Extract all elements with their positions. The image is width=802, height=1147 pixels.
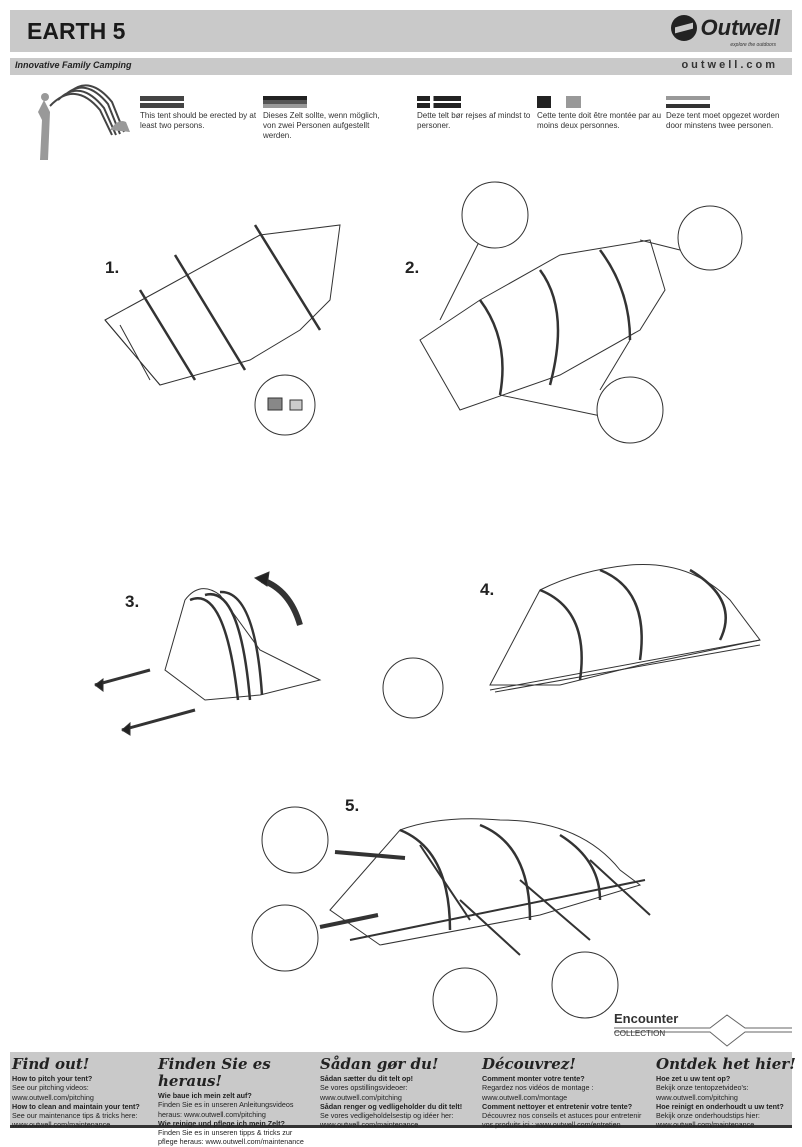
uk-flag-icon <box>140 96 184 108</box>
footer-col-dk: Sådan gør du! Sådan sætter du dit telt o… <box>320 1056 485 1130</box>
question: Comment monter votre tente? <box>482 1074 585 1083</box>
germany-flag-icon <box>263 96 307 108</box>
two-persons-icon <box>38 84 130 160</box>
brand-name: Outwell <box>700 15 780 40</box>
link[interactable]: heraus: www.outwell.com/pitching <box>158 1109 266 1119</box>
answer: Découvrez nos conseils et astuces pour e… <box>482 1111 642 1121</box>
language-note-fr: Cette tente doit être montée par au moin… <box>537 96 667 131</box>
header-band: EARTH 5 Outwell explore the outdoors <box>10 10 792 52</box>
link[interactable]: www.outwell.com/pitching <box>656 1092 738 1102</box>
footer-col-fr: Découvrez! Comment monter votre tente?Re… <box>482 1056 652 1130</box>
step-2-illustration <box>419 181 743 444</box>
note-text: Cette tente doit être montée par au moin… <box>537 111 662 130</box>
footer-heading: Finden Sie es heraus! <box>158 1055 271 1090</box>
footer-heading: Découvrez! <box>482 1055 576 1073</box>
answer: Finden Sie es in unseren tipps & tricks … <box>158 1128 293 1138</box>
note-text: This tent should be erected by at least … <box>140 111 257 130</box>
footer-heading: Sådan gør du! <box>320 1055 439 1073</box>
link[interactable]: www.outwell.com/montage <box>482 1092 568 1102</box>
link[interactable]: www.outwell.com/maintenance <box>12 1120 111 1130</box>
collection-label: COLLECTION <box>614 1029 666 1038</box>
step-5-label: 5. <box>345 796 360 815</box>
logo-mark-icon <box>670 15 697 41</box>
link[interactable]: pflege heraus: www.outwell.com/maintenan… <box>158 1137 304 1147</box>
answer: Se vores opstillingsvideoer: <box>320 1083 408 1093</box>
footer-col-en: Find out! How to pitch your tent?See our… <box>12 1056 177 1130</box>
step-4-label: 4. <box>480 580 495 599</box>
denmark-flag-icon <box>417 96 461 108</box>
outwell-logo: Outwell explore the outdoors <box>670 15 780 48</box>
footer-col-de: Finden Sie es heraus! Wie baue ich mein … <box>158 1056 323 1147</box>
step-1-label: 1. <box>105 258 120 277</box>
question: Hoe reinigt en onderhoudt u uw tent? <box>656 1101 784 1111</box>
question: Hoe zet u uw tent op? <box>656 1074 731 1083</box>
netherlands-flag-icon <box>666 96 710 108</box>
subtitle: Innovative Family Camping <box>15 60 132 70</box>
language-note-nl: Deze tent moet opgezet worden door minst… <box>666 96 796 131</box>
footer-col-nl: Ontdek het hier! Hoe zet u uw tent op?Be… <box>656 1056 796 1130</box>
note-text: Deze tent moet opgezet worden door minst… <box>666 111 780 130</box>
question: Sådan renger og vedligeholder du dit tel… <box>320 1101 463 1111</box>
answer: Se vores vedligeholdelsestip og idéer he… <box>320 1111 454 1121</box>
answer: Finden Sie es in unseren Anleitungsvideo… <box>158 1100 294 1110</box>
step-3-label: 3. <box>125 592 140 611</box>
question: Comment nettoyer et entretenir votre ten… <box>482 1101 633 1111</box>
question: How to clean and maintain your tent? <box>12 1101 140 1111</box>
answer: Bekijk onze tentopzetvideo's: <box>656 1083 749 1093</box>
answer: Bekijk onze onderhoudstips hier: <box>656 1111 760 1121</box>
note-text: Dette telt bør rejses af mindst to perso… <box>417 111 531 130</box>
step-5-illustration <box>251 806 651 1033</box>
link[interactable]: vos produits ici : www.outwell.com/entre… <box>482 1120 621 1130</box>
subheader-band: Innovative Family Camping outwell.com <box>10 58 792 75</box>
footer-heading: Find out! <box>12 1055 90 1073</box>
link[interactable]: www.outwell.com/maintenance <box>320 1120 419 1130</box>
question: Wie baue ich mein zelt auf? <box>158 1091 252 1100</box>
language-note-de: Dieses Zelt sollte, wenn möglich, von zw… <box>263 96 393 141</box>
step-3-illustration <box>94 571 322 736</box>
question: How to pitch your tent? <box>12 1074 93 1083</box>
answer: See our maintenance tips & tricks here: <box>12 1111 138 1121</box>
question: Sådan sætter du dit telt op! <box>320 1074 414 1083</box>
step-4-illustration <box>382 563 761 719</box>
step-1-illustration <box>104 224 341 436</box>
collection-swoosh-icon <box>614 1014 792 1047</box>
brand-tagline: explore the outdoors <box>730 42 776 48</box>
language-note-en: This tent should be erected by at least … <box>140 96 270 131</box>
step-2-label: 2. <box>405 258 420 277</box>
link[interactable]: www.outwell.com/pitching <box>320 1092 402 1102</box>
collection-badge: Encounter COLLECTION <box>614 1011 678 1038</box>
link[interactable]: www.outwell.com/maintenance <box>656 1120 755 1130</box>
answer: Regardez nos vidéos de montage : <box>482 1083 594 1093</box>
language-note-dk: Dette telt bør rejses af mindst to perso… <box>417 96 547 131</box>
question: Wie reinige und pflege ich mein Zelt? <box>158 1118 285 1128</box>
answer: See our pitching videos: <box>12 1083 89 1093</box>
website: outwell.com <box>681 59 778 71</box>
collection-name: Encounter <box>614 1011 679 1026</box>
france-flag-icon <box>537 96 581 108</box>
note-text: Dieses Zelt sollte, wenn möglich, von zw… <box>263 111 380 140</box>
link[interactable]: www.outwell.com/pitching <box>12 1092 94 1102</box>
product-title: EARTH 5 <box>27 18 126 44</box>
footer: Find out! How to pitch your tent?See our… <box>10 1052 796 1146</box>
footer-heading: Ontdek het hier! <box>656 1055 796 1073</box>
